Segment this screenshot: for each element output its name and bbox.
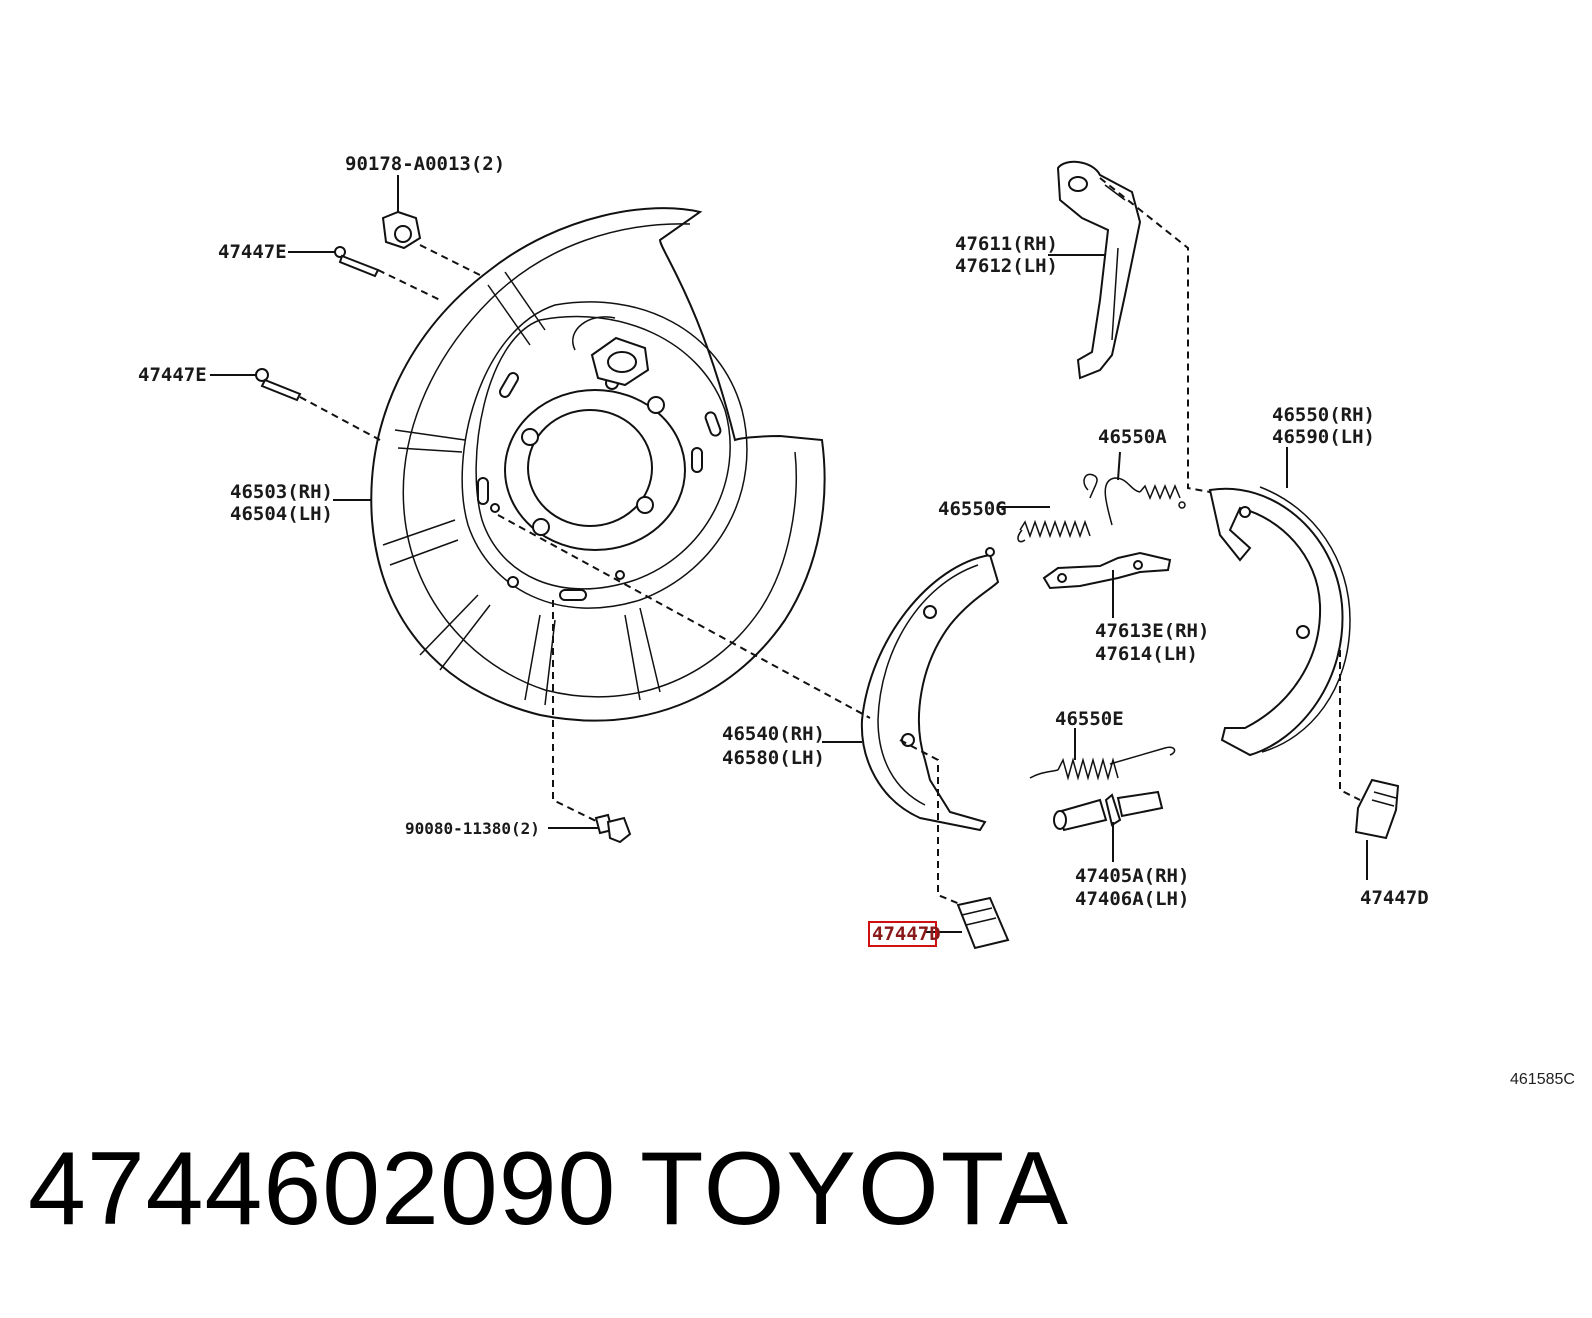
label-lever-rh: 47611(RH) <box>955 233 1058 255</box>
label-strut-rh: 47613E(RH) <box>1095 620 1209 642</box>
label-lever-lh: 47612(LH) <box>955 255 1058 277</box>
brake-shoe-left <box>860 547 1000 832</box>
label-backing-plate-lh: 46504(LH) <box>230 503 333 525</box>
bolt-90080 <box>594 813 632 844</box>
assembly-lines <box>299 177 1361 906</box>
label-bolt-bottom: 90080-11380(2) <box>405 819 540 838</box>
leader-lines <box>210 175 1368 933</box>
label-strut-lh: 47614(LH) <box>1095 643 1198 665</box>
label-shoe-left-lh: 46580(LH) <box>722 747 825 769</box>
brand-name: TOYOTA <box>640 1131 1070 1247</box>
label-spring-g: 46550G <box>938 498 1007 520</box>
adjuster-47405a <box>1053 790 1164 832</box>
clip-47447d-left <box>956 896 1010 950</box>
plug-47447e-lower <box>255 368 302 402</box>
clip-47447d-right <box>1354 778 1400 840</box>
label-spring-e: 46550E <box>1055 708 1124 730</box>
label-backing-plate-rh: 46503(RH) <box>230 481 333 503</box>
label-shoe-right-rh: 46550(RH) <box>1272 404 1375 426</box>
label-shoe-left-rh: 46540(RH) <box>722 723 825 745</box>
brake-exploded-diagram: 90178-A0013(2) 47447E 47447E 46503(RH) 4… <box>138 153 1429 950</box>
nut-90178 <box>381 210 422 250</box>
strut-47613e <box>1042 551 1172 590</box>
spring-46550a <box>1104 477 1186 526</box>
label-plug-upper: 47447E <box>218 241 287 263</box>
brake-shoe-right <box>1208 486 1351 757</box>
diagram-reference-code: 461585C <box>1510 1071 1575 1088</box>
label-shoe-right-lh: 46590(LH) <box>1272 426 1375 448</box>
spring-46550g <box>1017 473 1098 543</box>
label-plug-lower: 47447E <box>138 364 207 386</box>
label-bolt-top: 90178-A0013(2) <box>345 153 505 175</box>
highlight-box <box>868 921 937 947</box>
spring-46550e <box>1029 746 1176 781</box>
parking-lever <box>1056 160 1142 380</box>
part-number-title: 4744602090 <box>28 1131 617 1247</box>
label-clip-right: 47447D <box>1360 887 1429 909</box>
backing-plate <box>370 207 826 722</box>
label-adjuster-lh: 47406A(LH) <box>1075 888 1189 910</box>
plug-47447e-upper <box>334 246 380 278</box>
label-adjuster-rh: 47405A(RH) <box>1075 865 1189 887</box>
label-clip-left-highlighted: 47447D <box>872 923 941 945</box>
label-spring-a: 46550A <box>1098 426 1167 448</box>
